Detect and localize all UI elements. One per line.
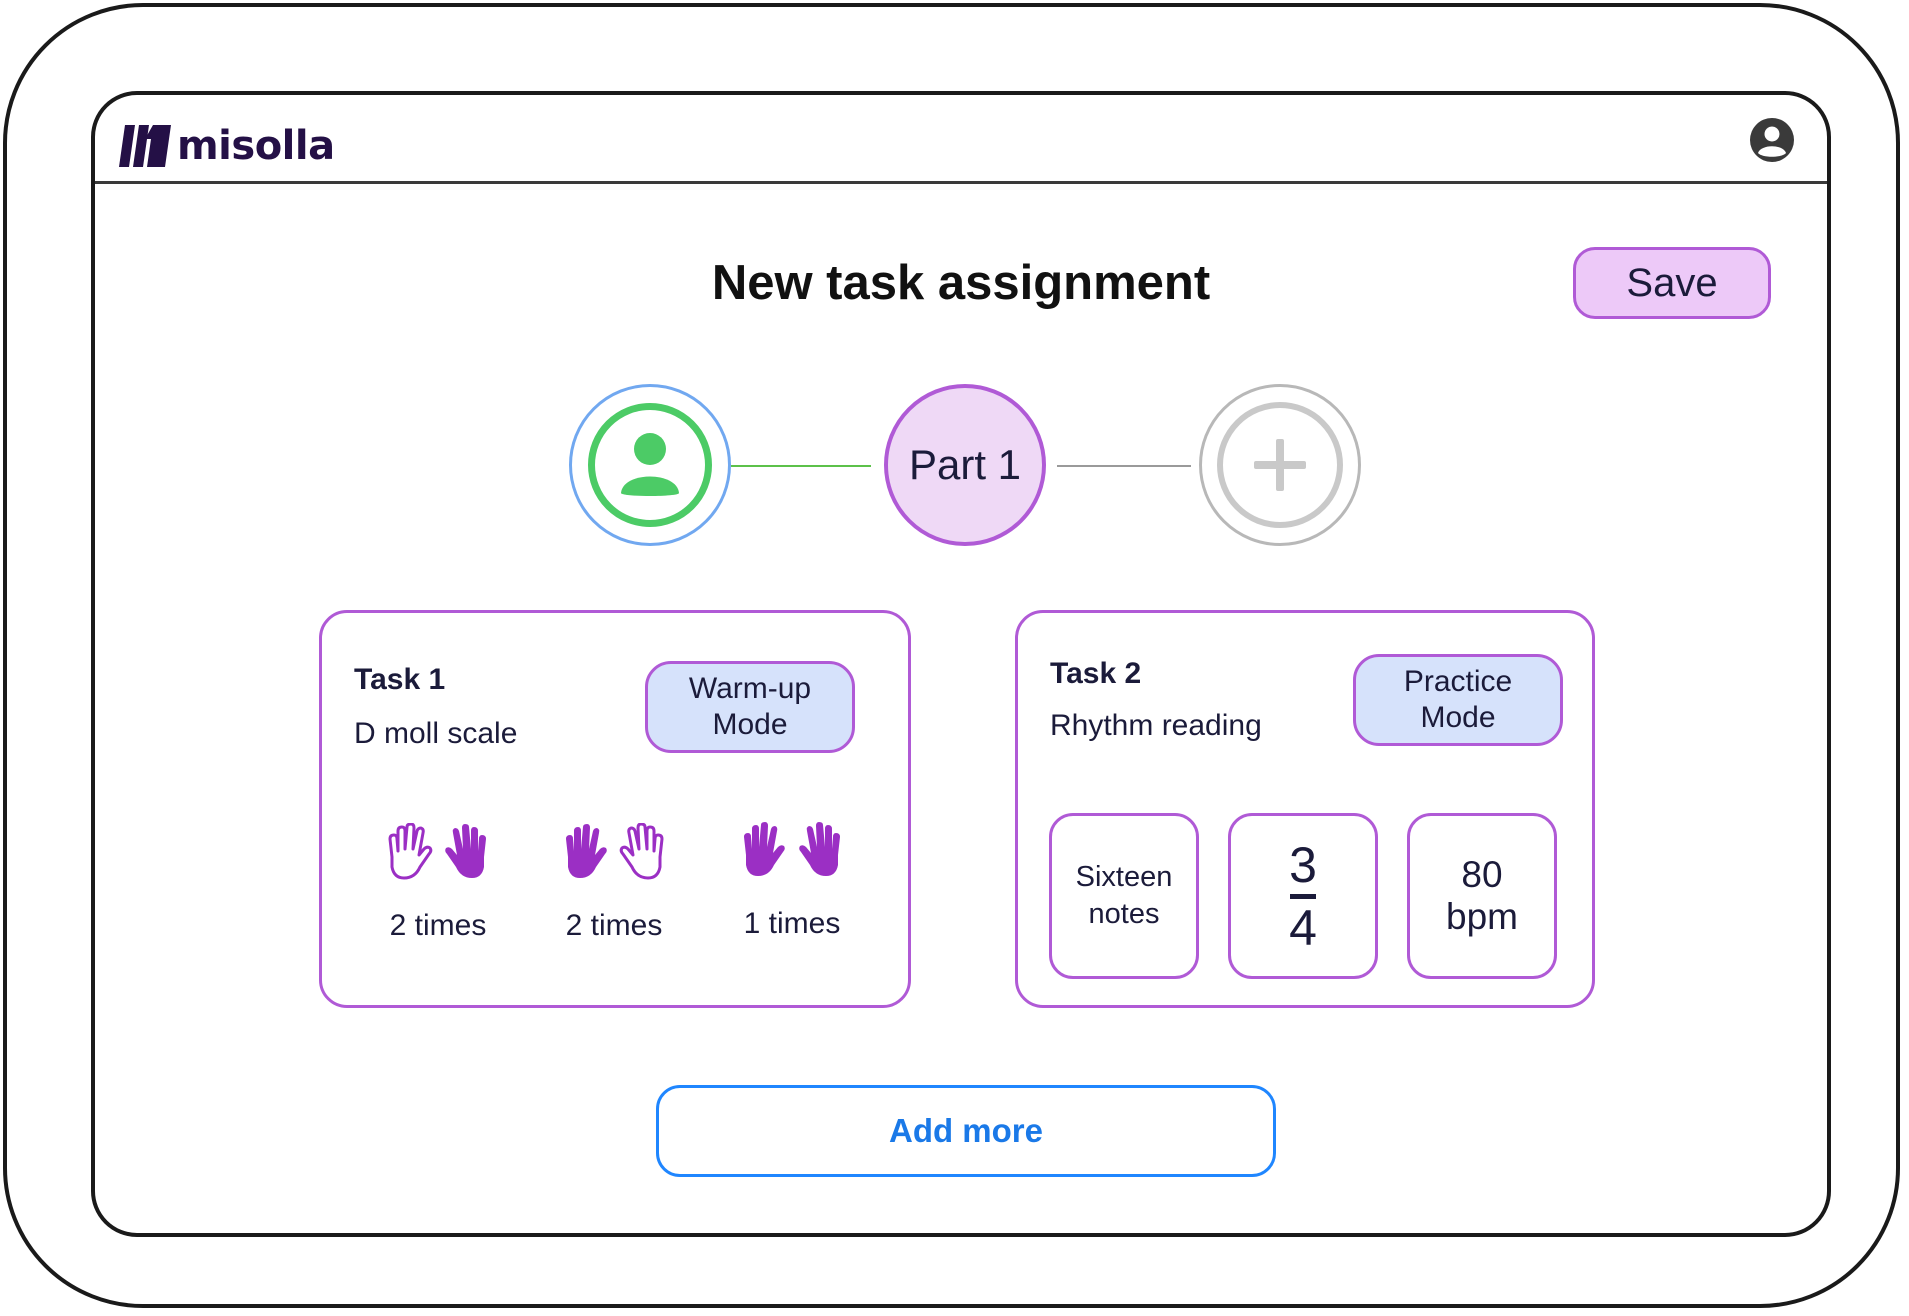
step-student-ring bbox=[588, 403, 712, 527]
right-hand-outline-icon bbox=[619, 823, 664, 880]
plus-icon bbox=[1254, 439, 1306, 491]
hand-group-1[interactable]: 2 times bbox=[368, 823, 508, 943]
left-hand-filled-icon bbox=[566, 824, 607, 878]
save-button[interactable]: Save bbox=[1573, 247, 1771, 319]
add-step-button[interactable] bbox=[1199, 384, 1361, 546]
repeat-count: 2 times bbox=[565, 909, 663, 942]
hand-group-3[interactable]: 1 times bbox=[722, 821, 862, 941]
repeat-count: 1 times bbox=[743, 907, 841, 940]
time-signature: 3 4 bbox=[1289, 840, 1317, 953]
misolla-logo-icon bbox=[119, 125, 171, 167]
step-part-1[interactable]: Part 1 bbox=[884, 384, 1046, 546]
task-2-description: Rhythm reading bbox=[1050, 709, 1262, 742]
page-title: New task assignment bbox=[711, 256, 1211, 310]
task-1-mode-pill[interactable]: Warm-up Mode bbox=[645, 661, 855, 753]
time-signature-box[interactable]: 3 4 bbox=[1228, 813, 1378, 979]
right-hand-filled-icon bbox=[445, 824, 486, 878]
mode-pill-line-2: Mode bbox=[712, 708, 788, 741]
app-logo[interactable]: misolla bbox=[119, 125, 335, 167]
mode-pill-line-1: Warm-up bbox=[688, 672, 812, 705]
time-signature-top: 3 bbox=[1289, 836, 1317, 893]
tablet-frame: misolla New task assignment Save Part 1 bbox=[3, 3, 1900, 1308]
person-icon bbox=[621, 433, 679, 496]
note-value-line-1: Sixteen bbox=[1075, 861, 1173, 893]
note-value-line-2: notes bbox=[1088, 898, 1160, 930]
tempo-unit: bpm bbox=[1446, 896, 1518, 937]
tempo-value: 80 bbox=[1461, 854, 1503, 895]
app-name: misolla bbox=[177, 123, 335, 169]
task-1-title: Task 1 bbox=[354, 663, 446, 696]
add-step-ring bbox=[1217, 402, 1343, 528]
task-2-title: Task 2 bbox=[1050, 657, 1142, 690]
task-2-mode-pill[interactable]: Practice Mode bbox=[1353, 654, 1563, 746]
right-hand-filled-icon bbox=[799, 822, 840, 876]
app-screen: misolla New task assignment Save Part 1 bbox=[91, 91, 1831, 1237]
left-hand-filled-icon bbox=[744, 822, 785, 876]
step-part-1-label: Part 1 bbox=[908, 441, 1022, 488]
account-circle-icon[interactable] bbox=[1749, 117, 1795, 163]
mode-pill-line-2: Mode bbox=[1420, 701, 1496, 734]
app-header: misolla bbox=[95, 95, 1827, 184]
add-more-button[interactable]: Add more bbox=[656, 1085, 1276, 1177]
hand-group-2[interactable]: 2 times bbox=[544, 823, 684, 943]
fraction-bar bbox=[1290, 893, 1316, 899]
stepper-connector-1 bbox=[731, 465, 871, 467]
task-1-description: D moll scale bbox=[354, 717, 518, 750]
task-card-1[interactable]: Task 1 D moll scale Warm-up Mode 2 times bbox=[319, 610, 911, 1008]
time-signature-bottom: 4 bbox=[1289, 899, 1317, 956]
mode-pill-line-1: Practice bbox=[1403, 665, 1513, 698]
step-student[interactable] bbox=[569, 384, 731, 546]
left-hand-outline-icon bbox=[388, 823, 433, 880]
tempo-box[interactable]: 80 bpm bbox=[1407, 813, 1557, 979]
note-value-box[interactable]: Sixteen notes bbox=[1049, 813, 1199, 979]
repeat-count: 2 times bbox=[389, 909, 487, 942]
stepper-connector-2 bbox=[1057, 465, 1191, 467]
